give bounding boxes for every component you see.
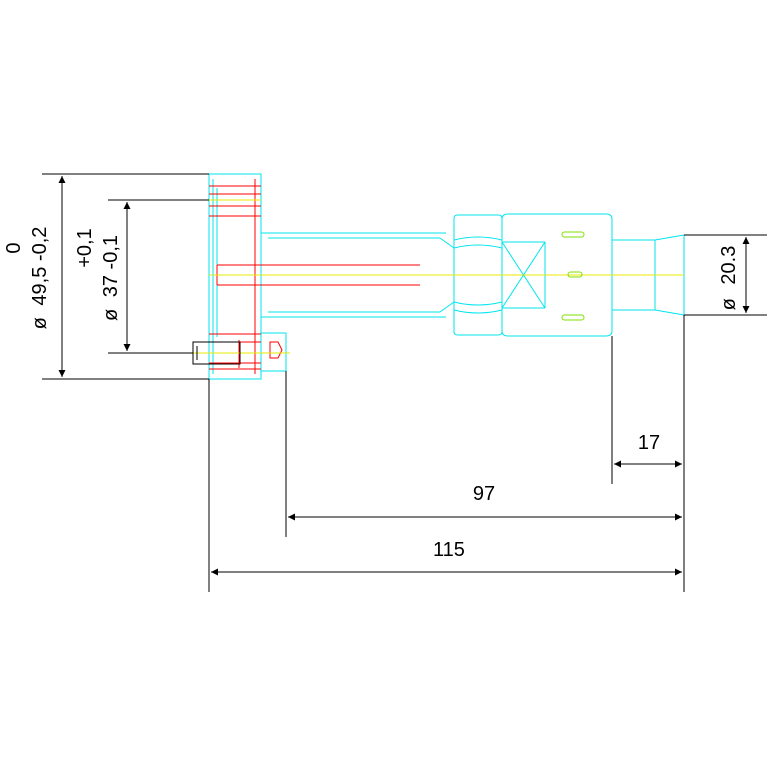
inner-diameter-tol-lower: -0,1 [100,235,122,269]
internal-detail [209,179,420,374]
pin-middle [567,271,583,278]
screw-head [269,341,283,359]
svg-text:ø 49,5 -0,2: ø 49,5 -0,2 [29,227,51,330]
svg-text:ø 37 -0,1: ø 37 -0,1 [100,235,122,321]
dimension-labels: 0 ø 49,5 -0,2 +0,1 ø 37 -0,1 ø 20.3 17 9… [3,227,740,561]
inner-diameter-value: 37 [100,275,122,297]
outer-diameter-tol-lower: -0,2 [29,227,51,261]
dim-97-label: 97 [473,483,495,505]
outer-diameter-tol-upper: 0 [3,242,25,253]
connector-body [501,213,613,337]
screw-tab [260,332,287,372]
pin-top [561,231,585,238]
flange-body [208,173,262,380]
shaft-diameter-symbol: ø [718,298,740,310]
dim-17-label: 17 [638,432,660,454]
dim-115-label: 115 [433,539,465,561]
pin-bottom [561,314,585,321]
shaft-diameter-value: 20.3 [718,246,740,285]
dimension-lines [58,176,750,576]
centerlines [190,199,684,354]
svg-text:ø 20.3: ø 20.3 [718,246,740,311]
part-outline [208,173,685,380]
outer-diameter-symbol: ø [29,317,51,329]
inner-diameter-tol-upper: +0,1 [74,228,96,267]
outer-diameter-value: 49,5 [29,267,51,306]
extension-lines [42,173,767,592]
connector-pins [561,231,585,321]
inner-diameter-symbol: ø [100,309,122,321]
